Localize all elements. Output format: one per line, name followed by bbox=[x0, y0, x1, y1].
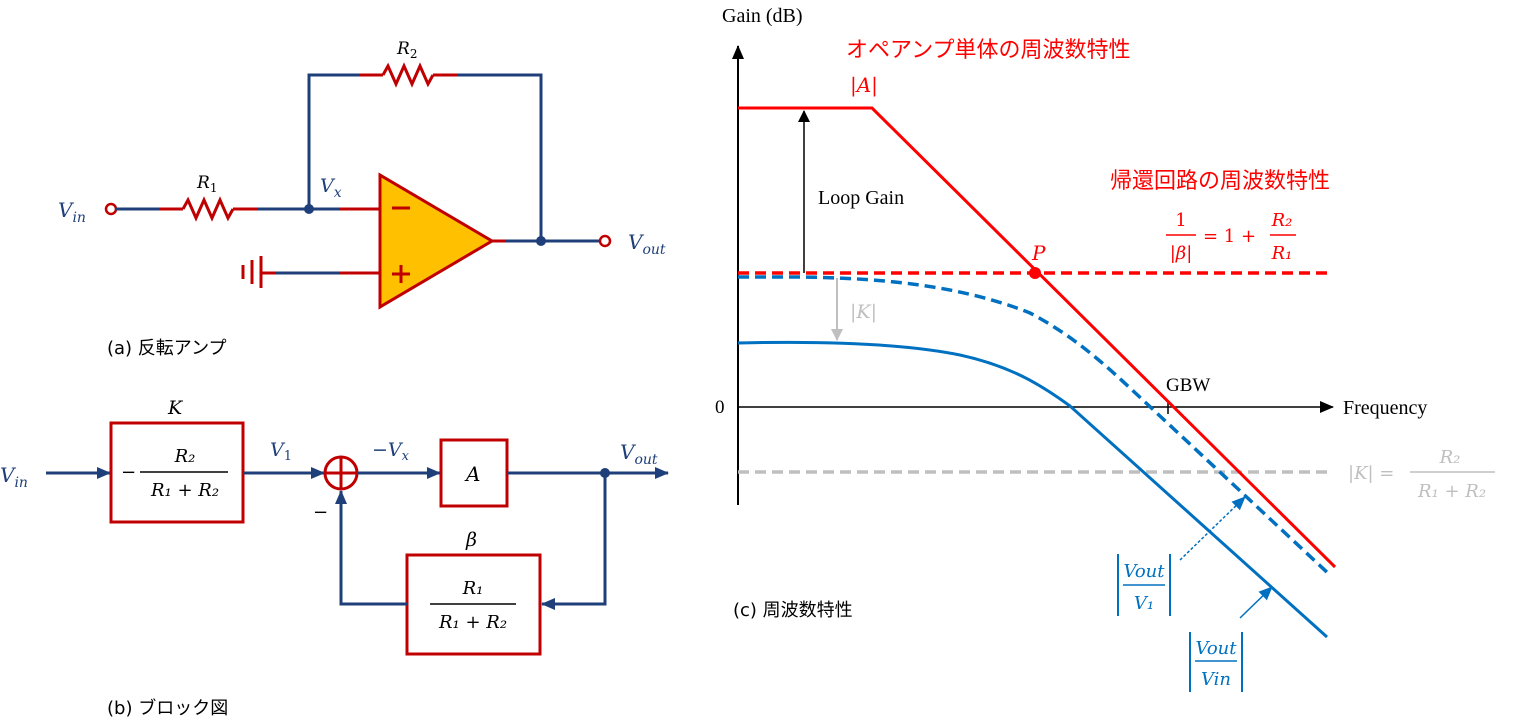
feedback-formula: 1 |β| = 1 + R₂ R₁ bbox=[1166, 210, 1296, 264]
beta-block-denominator: R₁ + R₂ bbox=[438, 612, 507, 633]
beta-block-numerator: R₁ bbox=[462, 578, 484, 599]
caption-b: (b) ブロック図 bbox=[107, 697, 228, 719]
panel-b-block-diagram: Vin K V1 −Vx A Vout − β − R₂ R₁ + R₂ R₁ … bbox=[0, 397, 669, 719]
opamp-label-a: |A| bbox=[850, 73, 878, 98]
label-vx: Vx bbox=[320, 175, 342, 201]
svg-text:Vout: Vout bbox=[1123, 561, 1165, 582]
k-block-numerator: R₂ bbox=[174, 446, 196, 467]
y-axis-label: Gain (dB) bbox=[722, 5, 803, 27]
caption-c: (c) 周波数特性 bbox=[733, 600, 853, 621]
wire-feedback-out bbox=[457, 73, 543, 241]
svg-text:|K| =: |K| = bbox=[1348, 463, 1394, 484]
label-vin-b: Vin bbox=[0, 463, 28, 491]
wire-feedback bbox=[307, 73, 360, 209]
y-tick-0: 0 bbox=[715, 397, 725, 418]
opamp-title: オペアンプ単体の周波数特性 bbox=[846, 38, 1130, 63]
label-k: K bbox=[167, 397, 184, 419]
svg-text:|β|: |β| bbox=[1170, 243, 1193, 264]
opamp-plus-sign bbox=[392, 265, 410, 283]
svg-text:1: 1 bbox=[1175, 210, 1186, 231]
point-p bbox=[1029, 267, 1041, 279]
vout-terminal bbox=[598, 234, 612, 248]
arrow-feedback-to-beta bbox=[541, 473, 607, 610]
label-v1: V1 bbox=[270, 439, 292, 464]
svg-text:= 1 +: = 1 + bbox=[1203, 226, 1256, 247]
svg-text:R₂: R₂ bbox=[1439, 447, 1461, 468]
resistor-r2 bbox=[360, 62, 457, 88]
svg-text:Vout: Vout bbox=[1195, 638, 1237, 659]
vout-v1-label: Vout V₁ bbox=[1117, 554, 1171, 616]
vout-vin-label: Vout Vin bbox=[1189, 632, 1243, 692]
vin-terminal bbox=[104, 202, 118, 216]
svg-text:Vin: Vin bbox=[1201, 669, 1231, 690]
series-vout-v1-blue-dashed bbox=[738, 275, 1332, 577]
svg-text:R₂: R₂ bbox=[1271, 210, 1293, 231]
series-a-red-solid bbox=[738, 106, 1337, 569]
vout-v1-pointer bbox=[1179, 496, 1246, 561]
svg-text:V₁: V₁ bbox=[1134, 593, 1154, 614]
caption-a: (a) 反転アンプ bbox=[107, 338, 227, 359]
label-vout: Vout bbox=[628, 230, 666, 258]
label-a: A bbox=[464, 462, 480, 486]
panel-c-frequency-response: Gain (dB) Frequency 0 GBW Loop Gain |K| … bbox=[715, 5, 1495, 692]
ground-symbol bbox=[241, 256, 276, 288]
k-block-denominator: R₁ + R₂ bbox=[150, 480, 219, 501]
summing-junction bbox=[323, 455, 359, 491]
point-p-label: P bbox=[1031, 241, 1046, 265]
node-out bbox=[536, 236, 546, 246]
vout-vin-pointer bbox=[1239, 586, 1273, 619]
panel-a-inverting-amplifier: Vin R1 R2 Vx Vout (a) 反転アンプ bbox=[58, 39, 666, 359]
resistor-r1 bbox=[160, 196, 258, 222]
label-vout-b: Vout bbox=[620, 440, 658, 468]
x-axis-label: Frequency bbox=[1343, 397, 1427, 419]
x-tick-gbw: GBW bbox=[1166, 375, 1210, 396]
k-arrow-label: |K| bbox=[850, 301, 877, 323]
label-vin: Vin bbox=[58, 198, 86, 226]
feedback-title: 帰還回路の周波数特性 bbox=[1110, 169, 1330, 194]
k-formula: |K| = R₂ R₁ + R₂ bbox=[1348, 447, 1495, 502]
loop-gain-label: Loop Gain bbox=[818, 187, 904, 209]
arrow-beta-to-sum bbox=[335, 490, 407, 606]
label-minus-feedback: − bbox=[313, 502, 328, 523]
label-r1: R1 bbox=[196, 173, 217, 195]
label-beta: β bbox=[465, 529, 477, 551]
k-block-sign: − bbox=[121, 462, 136, 483]
block-beta bbox=[405, 553, 542, 656]
series-vout-vin-blue-solid bbox=[737, 340, 1329, 639]
opamp-triangle bbox=[378, 172, 495, 310]
svg-text:R₁: R₁ bbox=[1271, 243, 1293, 264]
label-r2: R2 bbox=[396, 39, 417, 61]
block-a bbox=[439, 438, 509, 508]
label-neg-vx: −Vx bbox=[372, 439, 410, 464]
svg-text:R₁ + R₂: R₁ + R₂ bbox=[1417, 481, 1486, 502]
